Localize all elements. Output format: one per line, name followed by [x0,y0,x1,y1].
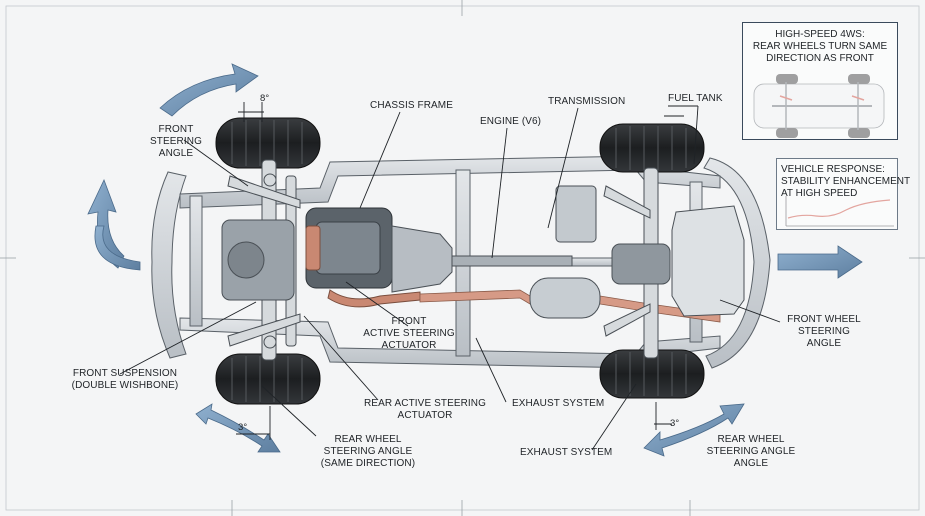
label-front-wheel-steering-right: FRONT WHEEL STEERING ANGLE [774,314,874,350]
transmission [391,225,573,293]
label-transmission: TRANSMISSION [548,96,626,107]
rear-left-tire [599,123,705,173]
label-front-active-steering-line-2: ACTIVE STEERING [363,328,455,339]
label-front-steering-angle-line-2: STEERING [150,136,202,147]
label-rear-wheel-angle-right: REAR WHEEL STEERING ANGLE ANGLE [696,434,806,470]
rear-bumper-outline [703,157,771,369]
label-angle-front: 8° [260,93,270,104]
label-front-steering-angle-line-1: FRONT [158,124,194,135]
exhaust-system [419,277,721,323]
label-front-suspension-line-2: (DOUBLE WISHBONE) [71,380,179,391]
label-front-active-steering-line-3: ACTUATOR [381,340,437,351]
front-right-tire [215,353,321,405]
left-turn-arrow-lower [94,225,141,271]
label-front-wheel-steering-right-line-2: STEERING [798,326,850,337]
label-rear-active-steering-line-2: ACTUATOR [397,410,453,421]
fuel-tank [671,205,745,317]
label-exhaust-system-2: EXHAUST SYSTEM [520,447,613,458]
label-rear-wheel-angle-left-line-2: STEERING ANGLE [323,446,413,457]
rear-right-double-arrow [643,403,745,457]
inset-response-box: VEHICLE RESPONSE: STABILITY ENHANCEMENT … [776,158,911,230]
label-front-steering-angle: FRONT STEERING ANGLE [136,124,216,160]
rear-right-tire [599,349,705,399]
rear-left-double-arrow [195,403,281,453]
label-angle-rear-left: 3° [238,422,248,433]
label-front-active-steering-line-1: FRONT [391,316,427,327]
label-angle-rear-right: 3° [670,418,680,429]
label-rear-wheel-angle-left-line-1: REAR WHEEL [334,434,402,445]
rear-suspension [555,167,671,359]
inset-response-line-3: AT HIGH SPEED [781,188,858,199]
inset-response-line-1: VEHICLE RESPONSE: [781,164,885,175]
inset-4ws-line-2: REAR WHEELS TURN SAME [752,41,888,52]
label-fuel-tank: FUEL TANK [668,93,723,104]
label-chassis-frame: CHASSIS FRAME [370,100,453,111]
inset-4ws-line-3: DIRECTION AS FRONT [766,53,874,64]
label-rear-wheel-angle-right-line-3: ANGLE [733,458,769,469]
label-front-suspension-line-1: FRONT SUSPENSION [72,368,178,379]
label-rear-active-steering-line-1: REAR ACTIVE STEERING [363,398,487,409]
label-front-wheel-steering-right-line-3: ANGLE [806,338,842,349]
forward-arrow [777,245,863,279]
inset-4ws-box: HIGH-SPEED 4WS: REAR WHEELS TURN SAME DI… [742,22,898,140]
label-front-steering-angle-line-3: ANGLE [158,148,194,159]
front-left-tire [215,117,321,169]
label-engine: ENGINE (V6) [480,116,542,127]
label-rear-wheel-angle-right-line-1: REAR WHEEL [717,434,785,445]
label-exhaust-system-1: EXHAUST SYSTEM [512,398,605,409]
label-front-wheel-steering-right-line-1: FRONT WHEEL [787,314,861,325]
front-suspension [221,159,301,361]
inset-4ws-line-1: HIGH-SPEED 4WS: [775,29,865,40]
inset-response-line-2: STABILITY ENHANCEMENT [781,176,911,187]
label-front-active-steering: FRONT ACTIVE STEERING ACTUATOR [354,316,464,352]
label-rear-wheel-angle-right-line-2: STEERING ANGLE [706,446,796,457]
label-rear-active-steering: REAR ACTIVE STEERING ACTUATOR [360,398,490,422]
leader-lines [119,102,781,451]
front-bumper-outline [151,171,187,359]
front-arc-arrow [159,63,259,117]
label-front-suspension: FRONT SUSPENSION (DOUBLE WISHBONE) [60,368,190,392]
label-rear-wheel-angle-left: REAR WHEEL STEERING ANGLE (SAME DIRECTIO… [310,434,426,470]
engine-block [305,207,421,308]
label-rear-wheel-angle-left-line-3: (SAME DIRECTION) [320,458,416,469]
